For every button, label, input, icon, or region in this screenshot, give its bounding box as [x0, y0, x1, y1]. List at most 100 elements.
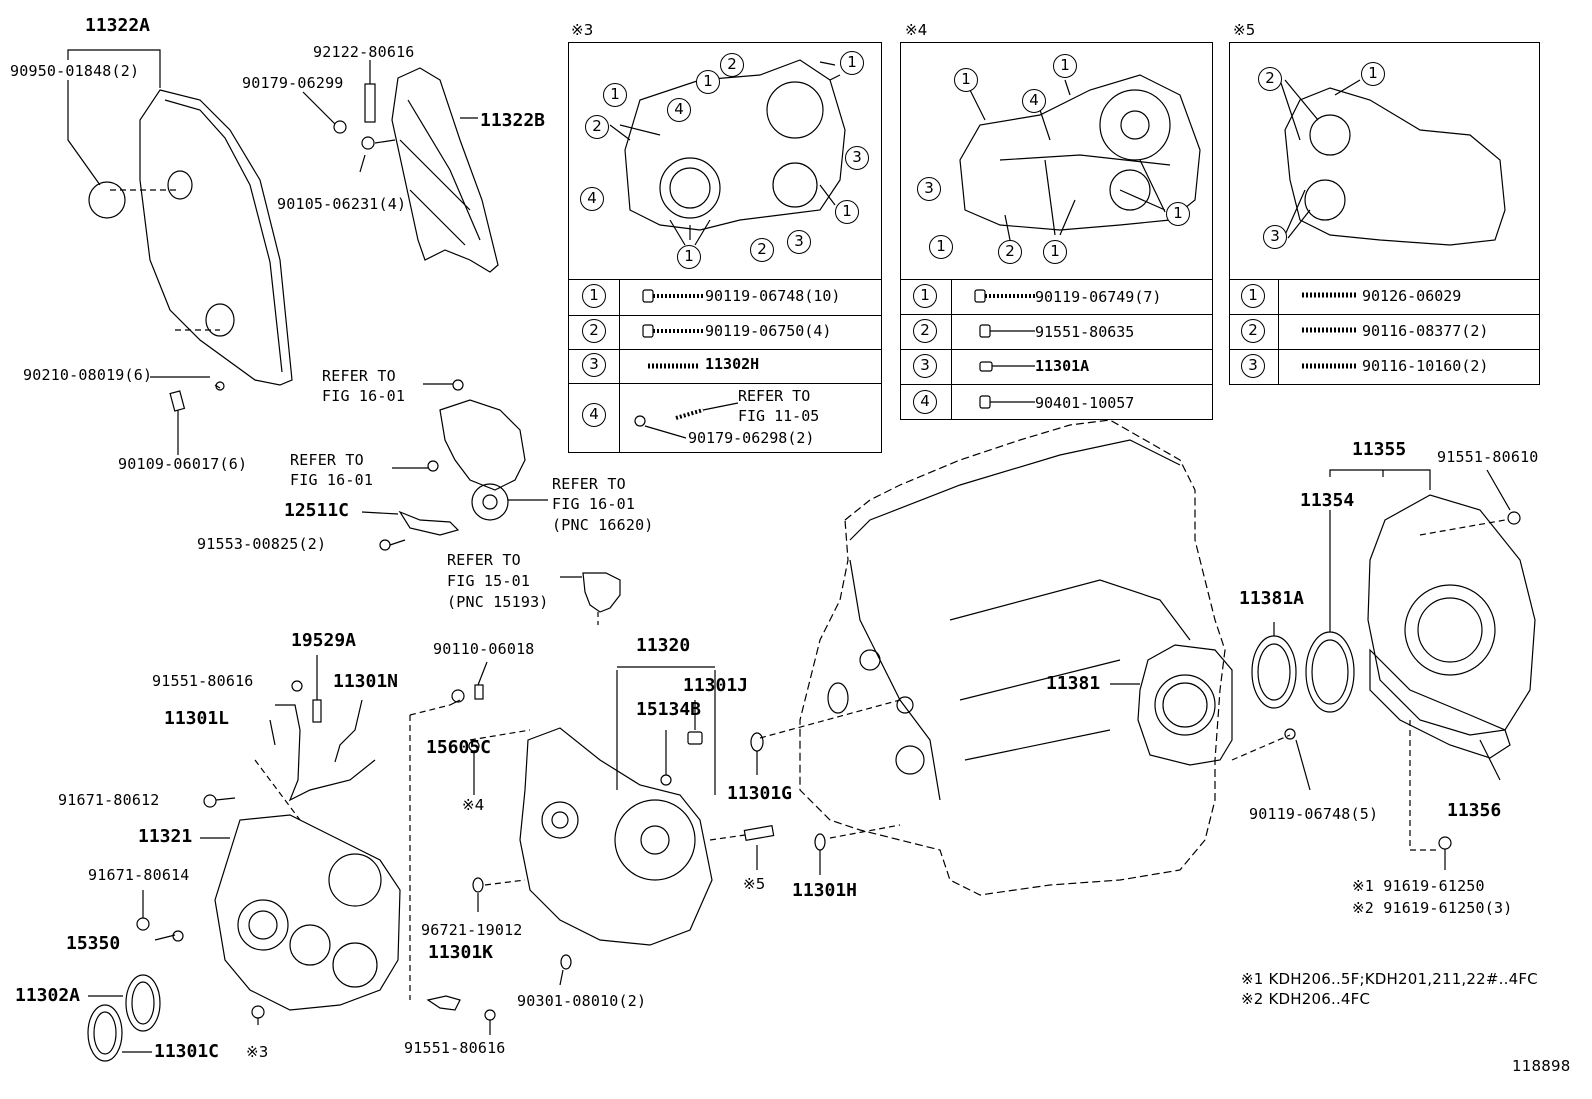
box4-callout-4: 4: [1022, 89, 1046, 113]
tensioner-drawing: [361, 379, 548, 551]
box4-row1-part: 90119-06749(7): [1035, 288, 1162, 306]
box4-callout-1d: 1: [929, 235, 953, 259]
part-11302A-label: 11302A: [15, 985, 81, 1006]
part-11301C-label: 11301C: [154, 1041, 220, 1062]
box5-callout-3: 3: [1263, 225, 1287, 249]
box3-row3-part: 11302H: [705, 355, 760, 373]
box4-bolt-icons: [974, 289, 1035, 409]
box5-title: ※5: [1233, 21, 1256, 39]
box4-row1-num: 1: [913, 284, 937, 308]
part-11301K-label: 11301K: [428, 942, 494, 963]
box3-callout-1b: 1: [696, 70, 720, 94]
box4-row2-part: 91551-80635: [1035, 323, 1135, 341]
sensor-wiring-drawing: [203, 655, 376, 821]
box3-drawing: [609, 59, 846, 246]
box3-row4-ref2: FIG 11-05: [738, 407, 820, 425]
part-11301G-label: 11301G: [727, 783, 793, 804]
box4-row3-part: 11301A: [1035, 357, 1090, 375]
box4-callout-1a: 1: [1053, 54, 1077, 78]
box3-callout-2a: 2: [720, 53, 744, 77]
box5-row3-part: 90116-10160(2): [1362, 357, 1489, 375]
refer-fig-16-01-c-line1: REFER TO: [552, 475, 626, 493]
part-92122-label: 92122-80616: [313, 43, 415, 61]
part-91551-80616-a-label: 91551-80616: [152, 672, 254, 690]
part-11301N-label: 11301N: [333, 671, 399, 692]
refer-fig-16-01-c-line2: FIG 16-01: [552, 495, 636, 513]
part-15350-label: 15350: [66, 933, 121, 954]
refer-fig-16-01-a-line1: REFER TO: [322, 367, 396, 385]
part-91671-80612-label: 91671-80612: [58, 791, 160, 809]
engine-block-drawing: [750, 419, 1226, 896]
box3-callout-4b: 4: [580, 187, 604, 211]
part-90109-label: 90109-06017(6): [118, 455, 248, 473]
box4-drawing: [959, 74, 1201, 241]
refer-fig-16-01-b-line2: FIG 16-01: [290, 471, 374, 489]
oil-pump-drawing: [426, 661, 775, 1035]
part-90110-label: 90110-06018: [433, 640, 535, 658]
timing-case-drawing: [136, 704, 451, 1025]
refer-fig-16-01-c-line3: (PNC 16620): [552, 516, 654, 534]
part-11320-label: 11320: [636, 635, 691, 656]
box3-row1-part: 90119-06748(10): [705, 287, 841, 305]
part-90179-label: 90179-06299: [242, 74, 344, 92]
box4-row4-part: 90401-10057: [1035, 394, 1135, 412]
part-91551-80610-label: 91551-80610: [1437, 448, 1539, 466]
part-91553-label: 91553-00825(2): [197, 535, 327, 553]
part-11321-label: 11321: [138, 826, 193, 847]
part-11301H-label: 11301H: [792, 880, 858, 901]
box5-callout-2: 2: [1258, 67, 1282, 91]
part-15134B-label: 15134B: [636, 699, 702, 720]
box4-row2-num: 2: [913, 319, 937, 343]
box4-title: ※4: [905, 21, 928, 39]
box4-panel: [900, 42, 1213, 420]
part-91551-80616-b-label: 91551-80616: [404, 1039, 506, 1057]
part-90950-label: 90950-01848(2): [10, 62, 140, 80]
box3-bolt-icons: [634, 289, 739, 439]
box3-row4-part: 90179-06298(2): [688, 429, 815, 447]
box5-drawing: [1279, 79, 1506, 246]
box3-row1-num: 1: [582, 284, 606, 308]
box3-row3-num: 3: [582, 353, 606, 377]
box4-callout-3: 3: [917, 177, 941, 201]
box3-callout-1c: 1: [603, 83, 627, 107]
refer-fig-15-01-line2: FIG 15-01: [447, 572, 531, 590]
box3-callout-3b: 3: [787, 230, 811, 254]
box3-callout-4a: 4: [667, 98, 691, 122]
box5-stud-icons: [1302, 292, 1357, 369]
part-11381A-label: 11381A: [1239, 588, 1305, 609]
box4-callout-1c: 1: [1166, 202, 1190, 226]
rear-oil-seal-retainer-drawing: [1110, 510, 1355, 791]
timing-cover-rear-drawing: [302, 60, 499, 273]
box3-row2-part: 90119-06750(4): [705, 322, 832, 340]
timing-cover-upper-drawing: [67, 49, 293, 455]
part-15605C-label: 15605C: [426, 737, 492, 758]
refer-fig-15-01-line1: REFER TO: [447, 551, 521, 569]
part-11301J-label: 11301J: [683, 675, 749, 696]
box3-row2-num: 2: [582, 319, 606, 343]
diagram-id: 118898: [1512, 1057, 1571, 1075]
box4-callout-1b: 1: [954, 68, 978, 92]
refer-fig-16-01-a-line2: FIG 16-01: [322, 387, 406, 405]
box3-panel: [568, 42, 882, 453]
box5-row1-part: 90126-06029: [1362, 287, 1462, 305]
box3-callout-3a: 3: [845, 146, 869, 170]
box5-callout-1: 1: [1361, 62, 1385, 86]
box3-callout-1e: 1: [677, 245, 701, 269]
part-11301L-label: 11301L: [164, 708, 230, 729]
box4-row4-num: 4: [913, 390, 937, 414]
part-11356-label: 11356: [1447, 800, 1502, 821]
part-90119-06748-label: 90119-06748(5): [1249, 805, 1379, 823]
box4-row3-num: 3: [913, 354, 937, 378]
refer-fig-15-01-line3: (PNC 15193): [447, 593, 549, 611]
variant-2-bolt-label: ※2 91619-61250(3): [1352, 899, 1513, 917]
ref-mark-5: ※5: [743, 875, 766, 893]
part-12511C-label: 12511C: [284, 500, 350, 521]
box3-row4-ref1: REFER TO: [738, 387, 811, 405]
part-19529A-label: 19529A: [291, 630, 357, 651]
part-11354-label: 11354: [1300, 490, 1355, 511]
box3-title: ※3: [571, 21, 594, 39]
refer-fig-16-01-b-line1: REFER TO: [290, 451, 364, 469]
part-11322A-label: 11322A: [85, 15, 151, 36]
part-11355-label: 11355: [1352, 439, 1407, 460]
